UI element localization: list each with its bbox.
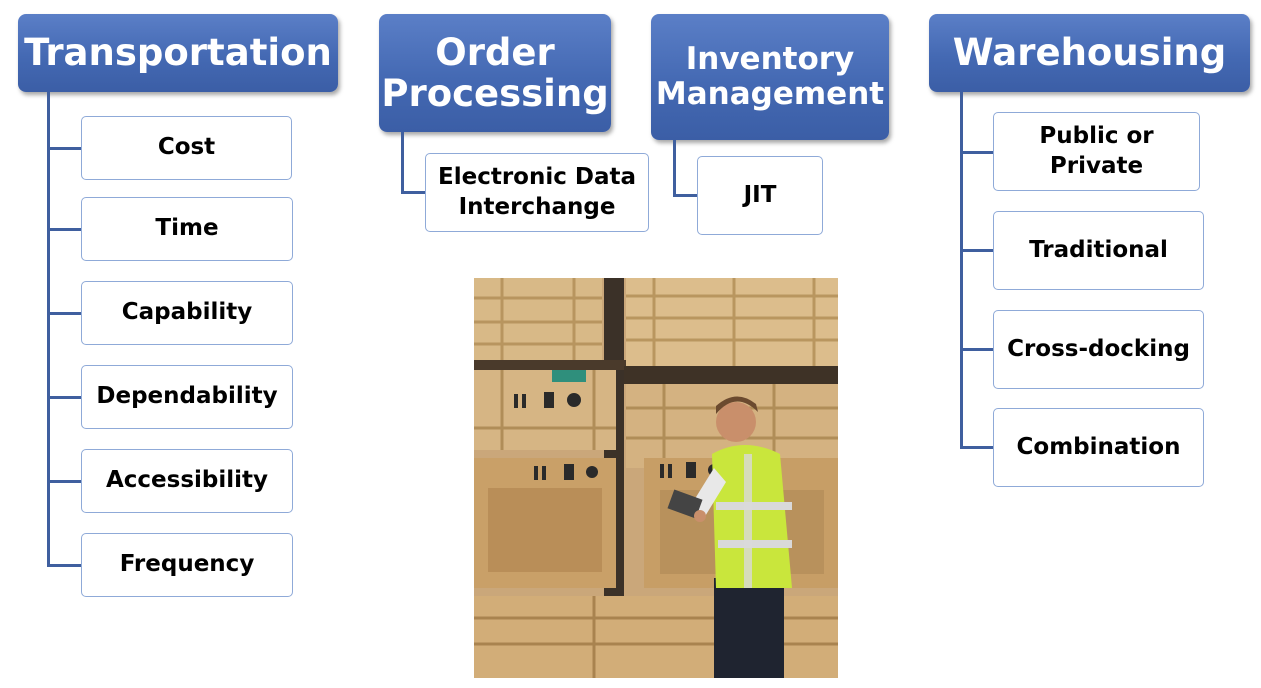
connector-branch	[673, 194, 698, 197]
connector-branch	[47, 396, 82, 399]
connector-branch	[960, 151, 994, 154]
inventory-management-item-jit: JIT	[697, 156, 823, 235]
transportation-connector	[47, 92, 50, 567]
order-processing-connector	[401, 132, 404, 194]
item-label: Time	[155, 215, 219, 242]
item-label: Cross-docking	[1007, 335, 1190, 362]
order-processing-header: Order Processing	[379, 14, 611, 132]
transportation-item-time: Time	[81, 197, 293, 261]
connector-branch	[47, 228, 82, 231]
item-label: Accessibility	[105, 467, 269, 494]
order-processing-item-edi: Electronic Data Interchange	[425, 153, 649, 232]
item-label: Dependability	[96, 383, 278, 410]
transportation-item-capability: Capability	[81, 281, 293, 345]
item-label: Frequency	[119, 551, 255, 578]
item-label: Public or Private	[1039, 122, 1154, 179]
item-label: JIT	[743, 181, 777, 208]
connector-branch	[47, 147, 82, 150]
warehousing-item-combination: Combination	[993, 408, 1204, 487]
warehousing-connector	[960, 92, 963, 449]
transportation-item-dependability: Dependability	[81, 365, 293, 429]
transportation-header: Transportation	[18, 14, 338, 92]
warehousing-title: Warehousing	[952, 31, 1227, 75]
warehousing-item-traditional: Traditional	[993, 211, 1204, 290]
connector-branch	[47, 564, 82, 567]
transportation-item-accessibility: Accessibility	[81, 449, 293, 513]
connector-branch	[960, 249, 994, 252]
warehouse-worker-photo	[474, 278, 838, 678]
transportation-item-cost: Cost	[81, 116, 292, 180]
connector-branch	[47, 312, 82, 315]
warehousing-item-cross-docking: Cross-docking	[993, 310, 1204, 389]
item-label: Traditional	[1029, 236, 1168, 263]
item-label: Capability	[121, 299, 253, 326]
inventory-management-connector	[673, 140, 676, 197]
connector-branch	[960, 348, 994, 351]
transportation-title: Transportation	[24, 31, 332, 75]
transportation-item-frequency: Frequency	[81, 533, 293, 597]
connector-branch	[47, 480, 82, 483]
warehouse-scene-illustration	[474, 278, 838, 678]
warehousing-item-public-or-private: Public or Private	[993, 112, 1200, 191]
inventory-management-title: Inventory Management	[655, 41, 885, 112]
connector-branch	[960, 446, 994, 449]
order-processing-title: Order Processing	[381, 30, 609, 115]
item-label: Combination	[1016, 433, 1181, 460]
inventory-management-header: Inventory Management	[651, 14, 889, 140]
connector-branch	[401, 191, 426, 194]
warehousing-header: Warehousing	[929, 14, 1250, 92]
item-label: Cost	[157, 134, 216, 161]
item-label: Electronic Data Interchange	[438, 163, 636, 220]
